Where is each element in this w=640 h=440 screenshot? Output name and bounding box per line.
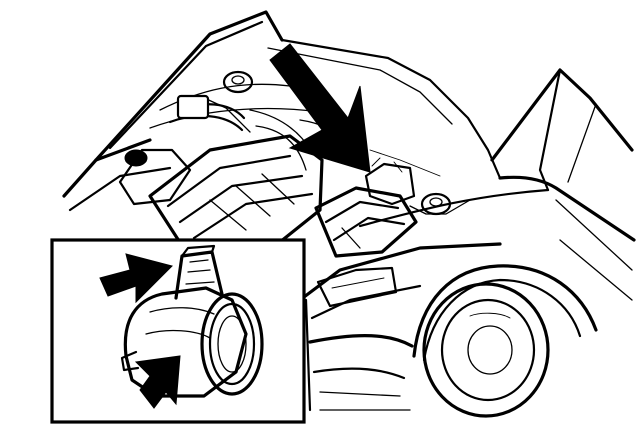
air-mass-meter xyxy=(120,244,264,398)
inset-lower-arrow xyxy=(134,355,181,409)
main-pointer-arrow xyxy=(269,43,371,173)
inset-upper-arrow xyxy=(99,253,173,304)
inset-panel xyxy=(50,238,306,424)
engine-bay xyxy=(62,70,471,260)
